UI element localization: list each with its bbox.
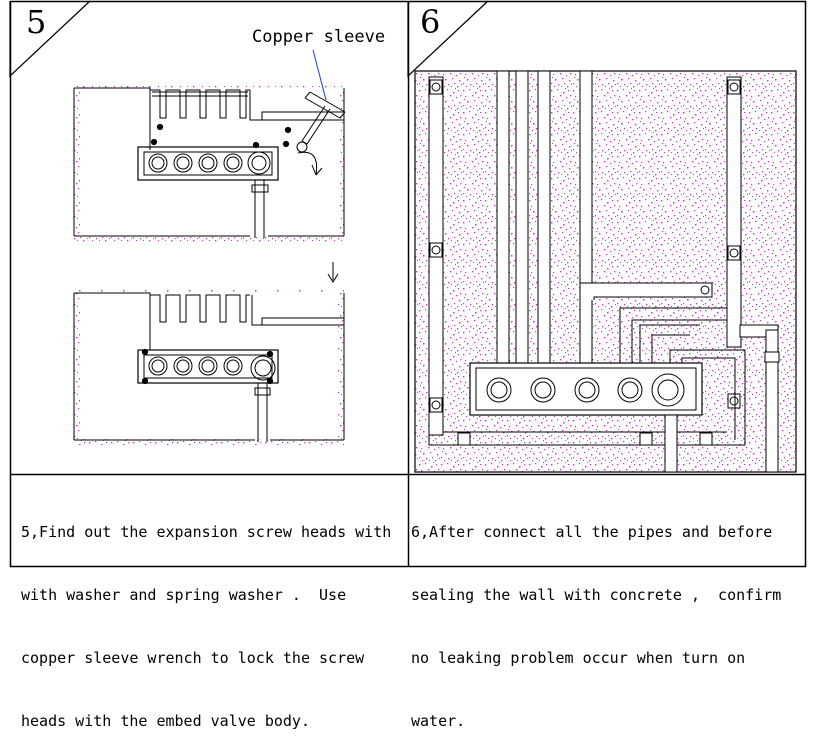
step-6-caption: 6,After connect all the pipes and before…	[411, 480, 781, 753]
caption-line: 5,Find out the expansion screw heads wit…	[21, 523, 392, 541]
caption-line: 6,After connect all the pipes and before	[411, 523, 773, 541]
installation-diagram: 5 Copper sleeve 6 5,Find out the expansi…	[9, 0, 807, 730]
caption-line: water.	[411, 712, 466, 730]
caption-line: heads with the embed valve body.	[21, 712, 310, 730]
copper-sleeve-callout: Copper sleeve	[252, 27, 386, 47]
panel-6-illustration	[414, 70, 797, 473]
panel-5-illustration	[73, 49, 346, 445]
caption-line: copper sleeve wrench to lock the screw	[21, 649, 365, 667]
diagram-canvas	[9, 0, 807, 568]
step-number-5: 5	[26, 3, 47, 41]
step-number-6: 6	[420, 3, 441, 41]
caption-line: sealing the wall with concrete , confirm	[411, 586, 782, 604]
frame	[9, 0, 807, 568]
caption-line: no leaking problem occur when turn on	[411, 649, 746, 667]
caption-line: with washer and spring washer . Use	[21, 586, 347, 604]
step-5-caption: 5,Find out the expansion screw heads wit…	[21, 480, 391, 753]
